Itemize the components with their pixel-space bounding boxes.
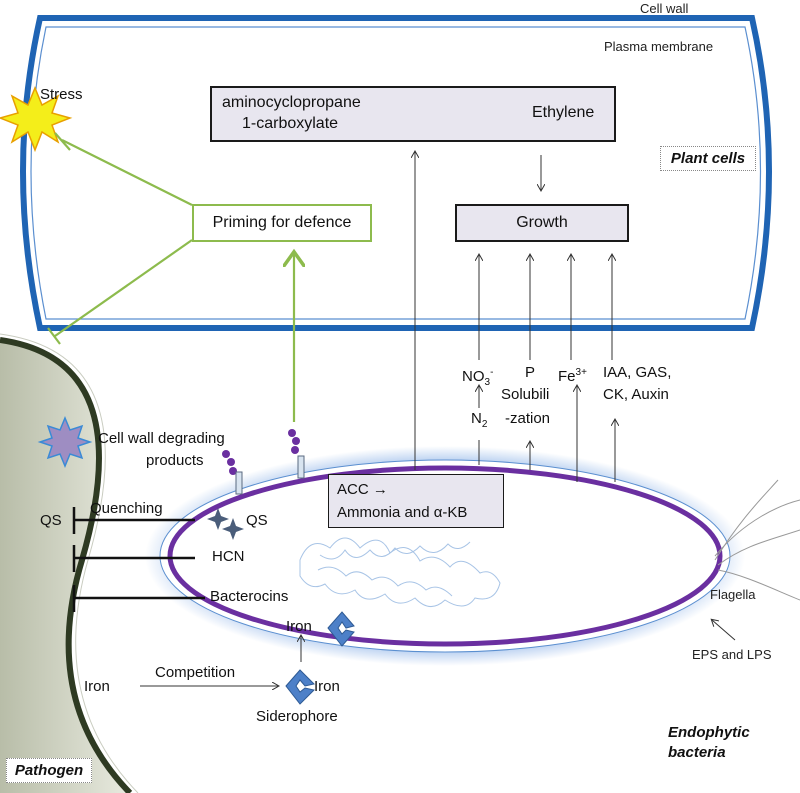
bacterium-membrane — [167, 465, 723, 647]
growth-box: Growth — [455, 204, 629, 242]
phosphorus-label: P — [525, 364, 536, 381]
stress-label: Stress — [40, 86, 83, 103]
iron-right-label: Iron — [314, 678, 340, 695]
iron-left-label: Iron — [84, 678, 110, 695]
endophytic-line2: bacteria — [668, 744, 726, 761]
plant-cells-label: Plant cells — [660, 146, 756, 171]
flagella-label: Flagella — [710, 587, 756, 602]
iron-chevron-icon — [327, 611, 355, 647]
qs-right-label: QS — [246, 512, 268, 529]
acc-label-line1: aminocyclopropane — [222, 94, 361, 111]
pathogen-cell — [0, 340, 130, 793]
flagella — [714, 479, 800, 601]
qs-left-label: QS — [40, 512, 62, 529]
priming-for-defence-box: Priming for defence — [192, 204, 372, 242]
pathogen-wall — [0, 337, 133, 793]
acc-label-line2: 1-carboxylate — [242, 115, 339, 132]
competition-label: Competition — [155, 664, 236, 681]
inhibition-lines — [72, 507, 205, 612]
plasma-membrane-label: Plasma membrane — [604, 39, 714, 54]
cell-wall-label: Cell wall — [640, 1, 689, 16]
hcn-label: HCN — [212, 548, 245, 565]
qs-star-icon — [207, 508, 244, 540]
iron-ion-label: Fe3+ — [558, 367, 587, 385]
cell-wall-degrading-line2: products — [146, 452, 204, 469]
acc-deaminase-box: ACC → Ammonia and α-KB — [328, 474, 504, 528]
siderophore-label: Siderophore — [256, 708, 338, 725]
ethylene-label: Ethylene — [532, 104, 595, 121]
pathogen-label: Pathogen — [6, 758, 92, 783]
ammonia-label: Ammonia and α-KB — [337, 504, 468, 521]
priming-lines — [47, 132, 294, 422]
cell-wall-degrading-line1: Cell wall degrading — [98, 430, 225, 447]
solubilization-line1: Solubili — [501, 386, 550, 403]
signal-arrows — [140, 152, 736, 686]
endophytic-bacteria-label: Endophytic bacteria — [662, 720, 758, 766]
bacterocins-label: Bacterocins — [210, 588, 289, 605]
dinitrogen-label: N2 — [471, 410, 488, 430]
nucleoid — [299, 537, 501, 607]
plant-cell-wall — [20, 15, 772, 331]
acc-bacteria-line1: ACC → — [337, 481, 388, 499]
hormones-line2: CK, Auxin — [603, 386, 669, 403]
iron-top-label: Iron — [286, 618, 312, 635]
solubilization-line2: -zation — [505, 410, 551, 427]
nitrate-label: NO3- — [462, 367, 494, 388]
cell-wall-degrading-burst-icon — [37, 416, 93, 468]
acc-ethylene-box: aminocyclopropane 1-carboxylate Ethylene — [210, 86, 616, 142]
stress-burst — [0, 86, 73, 153]
acc-arrow-glyph: → — [372, 481, 388, 498]
quenching-label: Quenching — [90, 500, 163, 517]
endophytic-line1: Endophytic — [668, 724, 750, 741]
hormones-line1: IAA, GAS, — [603, 364, 672, 381]
acc-bacteria-label: ACC — [337, 481, 369, 498]
eps-lps-label: EPS and LPS — [692, 647, 772, 662]
receptor-molecules — [222, 429, 305, 495]
siderophore-icon — [285, 669, 315, 705]
